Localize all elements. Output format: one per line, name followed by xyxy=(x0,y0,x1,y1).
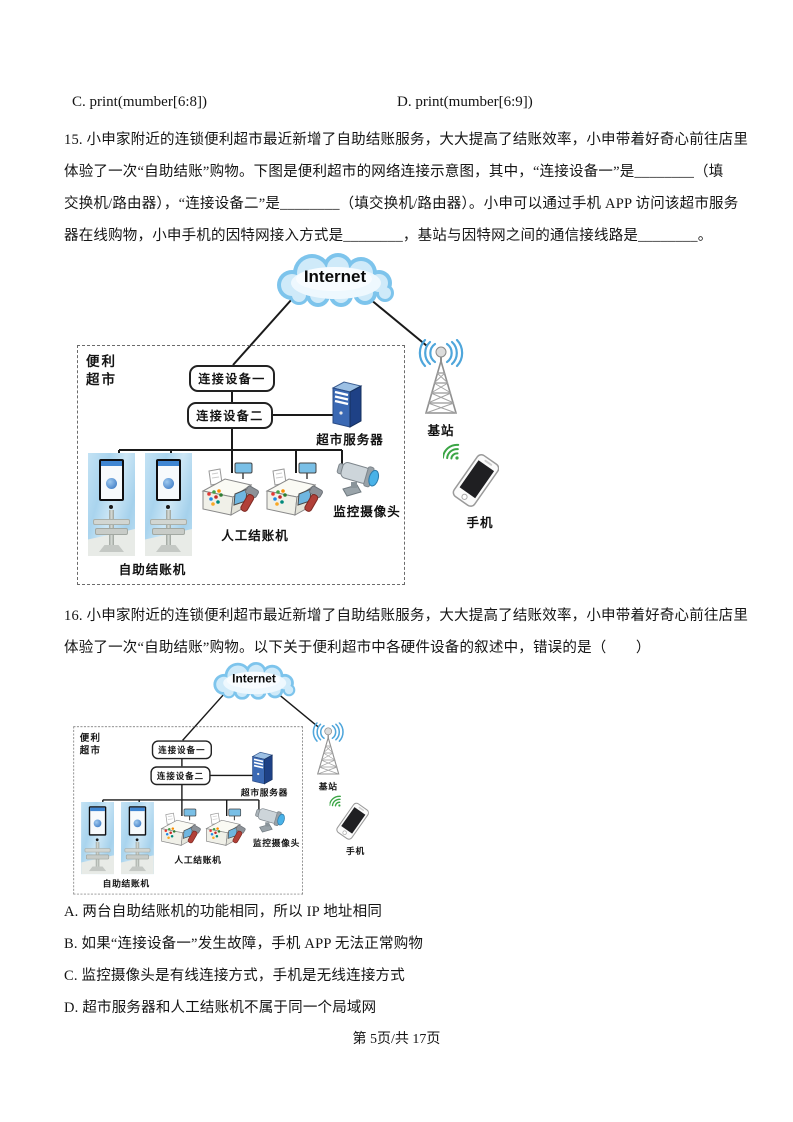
q16-option-c: C. 监控摄像头是有线连接方式，手机是无线连接方式 xyxy=(64,968,405,984)
network-diagram-q15: Internet 便利 超市 连接设备一 连接设备二 超市服务器 xyxy=(75,253,515,598)
store-boundary xyxy=(73,726,304,895)
phone-label: 手机 xyxy=(466,516,494,530)
phone-icon xyxy=(441,441,500,514)
base-station-icon xyxy=(309,722,348,782)
connection-device-2-box: 连接设备二 xyxy=(187,402,273,429)
server-label: 超市服务器 xyxy=(240,788,289,798)
cash-register-icon xyxy=(261,461,325,528)
camera-label: 监控摄像头 xyxy=(252,838,301,849)
base-station-label: 基站 xyxy=(318,781,338,792)
surveillance-camera-icon xyxy=(253,803,289,839)
cash-register-icon xyxy=(202,808,247,855)
camera-label: 监控摄像头 xyxy=(333,505,401,519)
self-checkout-kiosk-icon xyxy=(88,453,135,556)
manual-checkout-label: 人工结账机 xyxy=(174,855,222,865)
self-checkout-kiosk-icon xyxy=(81,802,114,875)
self-checkout-label: 自助结账机 xyxy=(118,563,187,577)
question16-line: 16. 小申家附近的连锁便利超市最近新增了自助结账服务，大大提高了结账效率，小申… xyxy=(64,608,749,624)
cash-register-icon xyxy=(157,808,202,855)
base-station-icon xyxy=(413,338,469,424)
connection-device-1-box: 连接设备一 xyxy=(189,365,275,392)
connector-lines xyxy=(102,693,319,816)
internet-label: Internet xyxy=(232,671,276,686)
internet-label: Internet xyxy=(303,267,367,286)
phone-label: 手机 xyxy=(346,846,365,856)
phone-icon xyxy=(328,794,370,845)
cash-register-icon xyxy=(197,461,261,528)
connection-device-2-box: 连接设备二 xyxy=(150,766,211,786)
kiosk-camera-dot xyxy=(109,505,113,509)
manual-checkout-label: 人工结账机 xyxy=(221,529,289,543)
q16-option-b: B. 如果“连接设备一”发生故障，手机 APP 无法正常购物 xyxy=(64,936,424,952)
question15-line: 15. 小申家附近的连锁便利超市最近新增了自助结账服务，大大提高了结账效率，小申… xyxy=(64,132,749,148)
server-icon xyxy=(328,379,366,436)
prev-option-d: D. print(mumber[6:9]) xyxy=(397,94,533,110)
kiosk-camera-dot xyxy=(95,838,99,842)
page-number-footer: 第 5页/共 17页 xyxy=(352,1032,441,1047)
base-station-label: 基站 xyxy=(427,424,455,438)
store-label: 便利 超市 xyxy=(79,732,102,756)
kiosk-camera-dot xyxy=(135,838,139,842)
q16-option-d: D. 超市服务器和人工结账机不属于同一个局域网 xyxy=(64,1000,377,1016)
internet-cloud-icon: Internet xyxy=(207,662,301,700)
server-icon xyxy=(249,750,276,790)
prev-option-c: C. print(mumber[6:8]) xyxy=(72,94,207,110)
surveillance-camera-icon xyxy=(333,455,385,506)
internet-cloud-icon: Internet xyxy=(268,253,402,307)
store-label: 便利 超市 xyxy=(86,354,117,387)
question15-line: 器在线购物，小申手机的因特网接入方式是________，基站与因特网之间的通信接… xyxy=(64,228,713,244)
connection-device-1-box: 连接设备一 xyxy=(151,740,212,760)
server-label: 超市服务器 xyxy=(316,433,384,447)
self-checkout-kiosk-icon xyxy=(145,453,192,556)
self-checkout-kiosk-icon xyxy=(121,802,154,875)
store-boundary xyxy=(77,345,405,585)
self-checkout-label: 自助结账机 xyxy=(102,879,150,889)
question15-line: 交换机/路由器），“连接设备二”是________（填交换机/路由器）。小申可以… xyxy=(64,196,739,212)
network-diagram-q16: Internet 便利 超市 连接设备一 连接设备二 超市服务器 基 xyxy=(72,662,380,904)
question15-line: 体验了一次“自助结账”购物。下图是便利超市的网络连接示意图，其中，“连接设备一”… xyxy=(64,164,724,180)
kiosk-camera-dot xyxy=(166,505,170,509)
q16-option-a: A. 两台自助结账机的功能相同，所以 IP 地址相同 xyxy=(64,904,383,920)
question16-line: 体验了一次“自助结账”购物。以下关于便利超市中各硬件设备的叙述中，错误的是（ ） xyxy=(64,640,651,656)
